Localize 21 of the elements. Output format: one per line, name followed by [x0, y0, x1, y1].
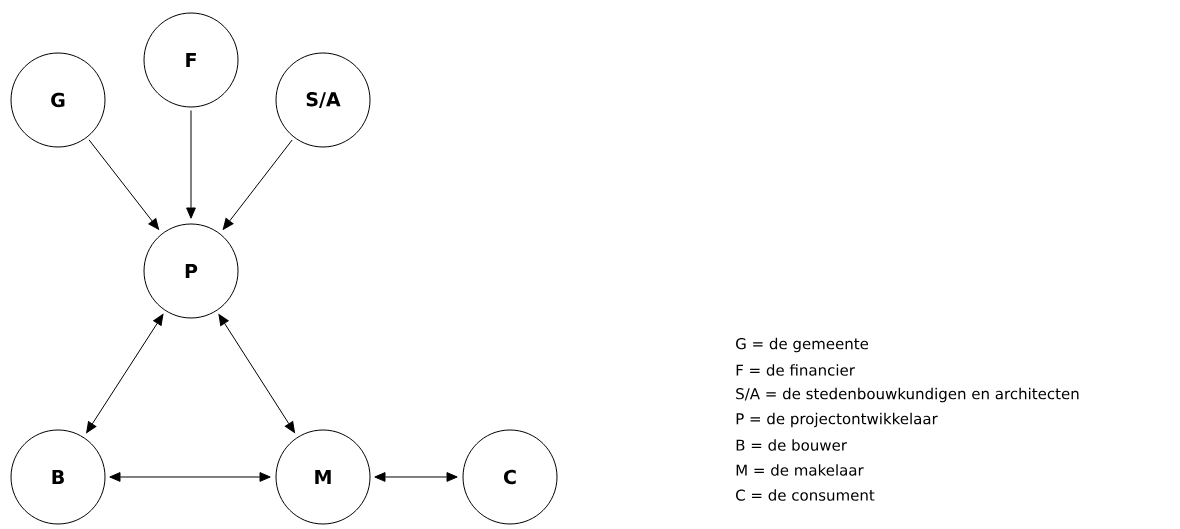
circle-node: P — [143, 223, 239, 319]
legend-text: C = de consument — [736, 489, 875, 501]
legend-text: S/A = de stedenbouwkundigen en architecten — [736, 387, 1079, 403]
circle-node: F — [143, 12, 239, 108]
arrow — [186, 110, 196, 219]
legend-text: P = de projectontwikkelaar — [736, 412, 938, 428]
arrow — [374, 472, 458, 482]
arrow — [88, 139, 160, 230]
circle-node: S/A — [275, 52, 371, 148]
arrow — [109, 472, 271, 482]
legend-text: M = de makelaar — [736, 464, 864, 476]
legend-text: G = de gemeente — [736, 337, 869, 353]
circle-node: C — [462, 429, 558, 525]
legend-text: B = de bouwer — [736, 439, 847, 451]
legend-text: F = de financier — [736, 364, 855, 376]
circle-node: B — [10, 429, 106, 525]
arrow — [86, 314, 164, 434]
circle-node: M — [275, 429, 371, 525]
circle-node: G — [10, 52, 106, 148]
arrow — [222, 139, 293, 230]
arrow — [218, 314, 296, 434]
